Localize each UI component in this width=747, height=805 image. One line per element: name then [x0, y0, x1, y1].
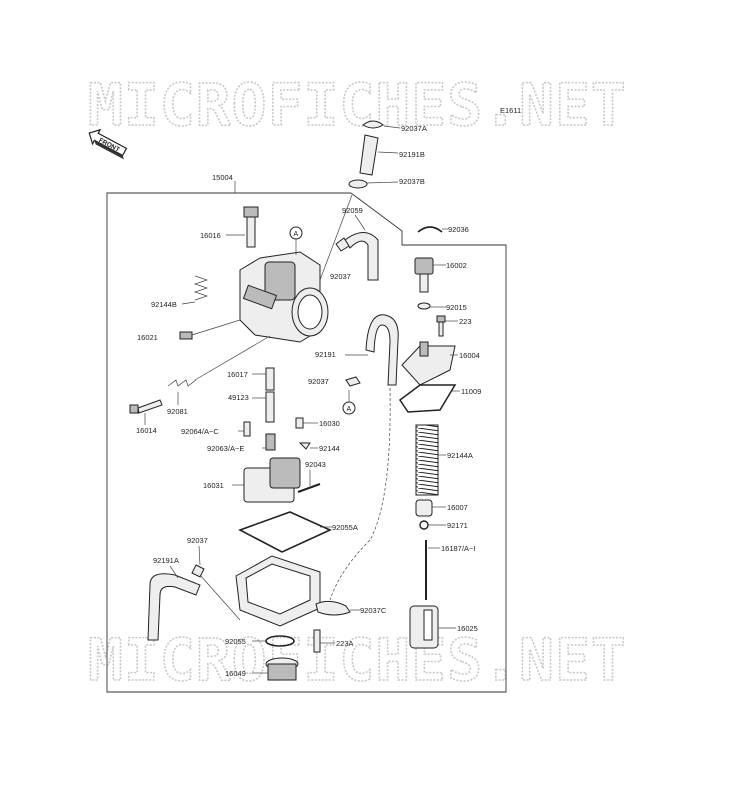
label-16021: 16021 [137, 333, 158, 342]
watermark-bottom: MICROFICHES.NET [88, 626, 627, 694]
carburetor-body [239, 251, 329, 343]
label-92015: 92015 [446, 303, 467, 312]
label-92037c: 92037C [360, 606, 387, 615]
ref-marker-a-2: A [342, 390, 356, 415]
label-223: 223 [459, 317, 472, 326]
screw-16021 [179, 319, 241, 340]
plug-16049 [252, 657, 299, 681]
clamp-92037-3 [191, 545, 205, 578]
seat-16007 [415, 499, 446, 517]
cap-16002 [414, 257, 446, 293]
svg-text:A: A [347, 406, 352, 413]
label-92191: 92191 [315, 350, 336, 359]
clamp-92037c [315, 600, 360, 616]
spring-92144a [415, 424, 446, 496]
label-92037b: 92037B [399, 177, 425, 186]
label-92037-1: 92037 [330, 272, 351, 281]
label-92063: 92063/A~E [207, 444, 244, 453]
label-92059: 92059 [342, 206, 363, 215]
label-92191b: 92191B [399, 150, 425, 159]
screw-16016 [243, 206, 259, 248]
assembly-frame [106, 192, 507, 693]
label-16030: 16030 [319, 419, 340, 428]
label-92144: 92144 [319, 444, 340, 453]
jet-92063 [262, 433, 276, 451]
screw-223a [313, 629, 335, 653]
cover-16004 [401, 341, 458, 386]
needle-jet-49123 [252, 391, 275, 423]
label-92171: 92171 [447, 521, 468, 530]
label-92055a: 92055A [332, 523, 358, 532]
label-92037-2: 92037 [308, 377, 329, 386]
screw-16014 [129, 399, 163, 425]
gasket-11009 [398, 384, 460, 413]
label-11009: 11009 [461, 387, 481, 396]
leader-92059 [354, 214, 366, 231]
diagram-code: E1611 [500, 106, 521, 115]
label-92055: 92055 [225, 637, 246, 646]
jet-16030 [295, 417, 318, 429]
float-bowl [235, 555, 321, 627]
clip-92036 [417, 226, 448, 233]
clamp-92037-1 [335, 237, 350, 252]
hose-route [329, 387, 391, 601]
label-16049: 16049 [225, 669, 246, 678]
clip-92171 [419, 520, 446, 530]
label-92144b: 92144B [151, 300, 177, 309]
label-49123: 49123 [228, 393, 249, 402]
watermark-top: MICROFICHES.NET [88, 71, 627, 139]
label-16025: 16025 [457, 624, 478, 633]
label-92081: 92081 [167, 407, 188, 416]
pin-92043 [297, 470, 321, 493]
label-16014: 16014 [136, 426, 157, 435]
spring-92144b [193, 275, 209, 301]
screw-223 [436, 315, 458, 337]
clip-92144 [298, 442, 318, 450]
oring-92055 [252, 635, 295, 647]
hose-92191a [147, 565, 201, 641]
clamp-92037-2 [345, 376, 361, 387]
spring-92081 [167, 335, 271, 405]
label-92191a: 92191A [153, 556, 179, 565]
label-16007: 16007 [447, 503, 468, 512]
gasket-92055a [238, 511, 332, 553]
label-16016: 16016 [200, 231, 221, 240]
svg-text:A: A [294, 231, 299, 238]
throttle-valve-16025 [409, 605, 456, 649]
needle-16017 [252, 367, 275, 391]
jet-92064 [238, 421, 251, 437]
clamp-92037a [362, 120, 401, 129]
label-16002: 16002 [446, 261, 467, 270]
label-92144a: 92144A [447, 451, 473, 460]
label-15004: 15004 [212, 173, 233, 182]
label-16187: 16187/A~I [441, 544, 475, 553]
label-16004: 16004 [459, 351, 480, 360]
label-16017: 16017 [227, 370, 248, 379]
label-223a: 223A [336, 639, 354, 648]
hose-92059 [344, 232, 379, 281]
leader-carb [319, 194, 353, 281]
label-16031: 16031 [203, 481, 224, 490]
label-92064: 92064/A~C [181, 427, 219, 436]
clamp-92037b [348, 179, 399, 189]
washer-92015 [417, 302, 446, 310]
label-92037a: 92037A [401, 124, 427, 133]
label-92037-3: 92037 [187, 536, 208, 545]
ref-marker-a-1: A [289, 226, 303, 255]
leader-92191a-bowl [199, 574, 241, 621]
hose-92191b [359, 134, 399, 176]
float-16031 [232, 457, 301, 503]
leader-92144b [181, 301, 196, 305]
hose-92191 [345, 314, 399, 386]
jet-needle-16187 [425, 540, 440, 600]
label-92043: 92043 [305, 460, 326, 469]
label-92036: 92036 [448, 225, 469, 234]
